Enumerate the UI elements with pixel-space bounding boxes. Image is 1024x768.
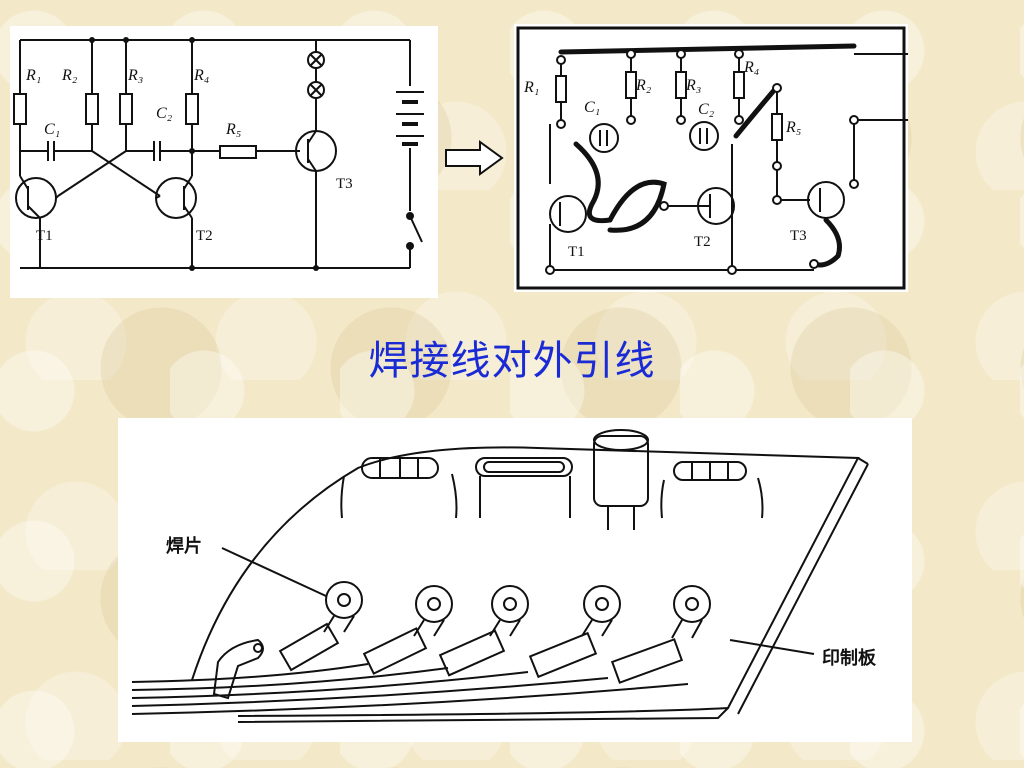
schematic-svg: R₁ R₂ R₃ R₄ C₁ C₂ R₅ T1 T2 T3 (13, 37, 424, 271)
callout-pad-label: 焊片 (166, 535, 202, 557)
board-layout-diagram: R₁ R₂ R₃ R₄ R₅ C₁ C₂ T1 T2 T3 (514, 24, 1014, 292)
label-r1: R₁ (25, 67, 41, 84)
board-label-r5: R₅ (785, 119, 801, 136)
label-t3: T3 (336, 176, 353, 192)
right-arrow-icon (445, 140, 504, 176)
board-label-r1: R₁ (523, 79, 539, 96)
board-label-c2: C₂ (698, 101, 715, 118)
board-label-t1: T1 (568, 244, 585, 260)
schematic-diagram: R₁ R₂ R₃ R₄ C₁ C₂ R₅ T1 T2 T3 (10, 26, 438, 298)
slide-title: 焊接线对外引线 (368, 338, 656, 384)
board-label-r3: R₃ (685, 77, 701, 94)
label-t2: T2 (196, 228, 213, 244)
board-label-r4: R₄ (743, 59, 759, 76)
board-label-t3: T3 (790, 228, 807, 244)
board-label-r2: R₂ (635, 77, 652, 94)
label-r2: R₂ (61, 67, 78, 84)
board-label-c1: C₁ (584, 99, 600, 116)
label-t1: T1 (36, 228, 53, 244)
label-c2: C₂ (156, 105, 173, 122)
board-layout-svg: R₁ R₂ R₃ R₄ R₅ C₁ C₂ T1 T2 T3 (516, 26, 1014, 290)
board-label-t2: T2 (694, 234, 711, 250)
pcb-illustration: 焊片 印制板 (118, 418, 912, 742)
label-c1: C₁ (44, 121, 60, 138)
label-r5: R₅ (225, 121, 241, 138)
callout-board-label: 印制板 (822, 647, 877, 669)
pcb-svg: 焊片 印制板 (131, 429, 877, 723)
label-r4: R₄ (193, 67, 209, 84)
label-r3: R₃ (127, 67, 143, 84)
